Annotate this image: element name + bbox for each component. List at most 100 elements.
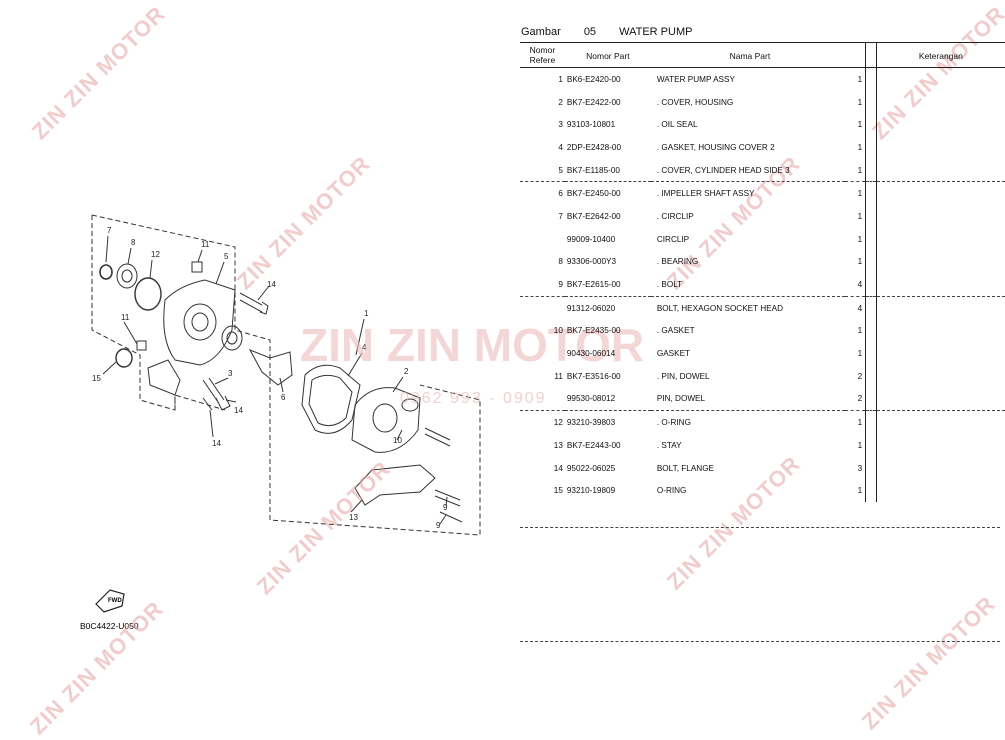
callout-label: 9 xyxy=(436,521,441,530)
gap-cell xyxy=(865,90,877,114)
name-cell: . BEARING xyxy=(656,257,699,267)
qty-cell: 1 xyxy=(844,67,867,91)
part-no-cell: 90430-06014 xyxy=(566,349,616,359)
part-no-cell: 93210-19809 xyxy=(566,486,616,496)
name-cell: . IMPELLER SHAFT ASSY xyxy=(656,189,755,199)
callout-label: 4 xyxy=(362,343,367,352)
ref-cell: 1 xyxy=(558,74,563,84)
qty-cell: 4 xyxy=(844,296,867,320)
gap-cell xyxy=(865,136,877,159)
parts-sheet: Gambar 05 WATER PUMP Nomor Refere Nomor … xyxy=(518,0,1005,724)
col-part-no: Nomor Part xyxy=(586,51,630,61)
gap-cell xyxy=(865,387,877,411)
callout-label: 7 xyxy=(107,226,112,235)
ref-cell: 9 xyxy=(558,280,563,290)
part-no-cell: 99530-08012 xyxy=(566,394,616,404)
gap-cell xyxy=(865,319,877,343)
part-no-cell: BK7-E3516-00 xyxy=(566,371,621,381)
gap-cell xyxy=(865,158,877,182)
fwd-label: FWD xyxy=(108,598,122,604)
name-cell: . PIN, DOWEL xyxy=(656,371,710,381)
ref-cell: 4 xyxy=(558,142,563,152)
note-cell xyxy=(876,182,1005,205)
watermark-center: ZIN ZIN MOTOR xyxy=(300,319,645,371)
ref-cell: 14 xyxy=(553,463,563,473)
qty-cell: 1 xyxy=(844,410,867,434)
ref-cell: 11 xyxy=(554,371,563,381)
ref-cell: 6 xyxy=(558,189,563,199)
note-cell xyxy=(876,228,1005,251)
ref-cell: 2 xyxy=(558,97,563,107)
note-cell xyxy=(876,411,1005,434)
name-cell: . BOLT xyxy=(656,280,683,290)
note-cell xyxy=(876,159,1005,182)
callout-label: 8 xyxy=(131,238,136,247)
gap-cell xyxy=(865,434,877,457)
callout-label: 14 xyxy=(267,280,276,289)
qty-cell: 4 xyxy=(844,273,867,297)
sheet-header: Gambar 05 WATER PUMP xyxy=(521,26,712,38)
header-label: Gambar xyxy=(521,26,561,38)
gap-cell xyxy=(865,342,877,365)
qty-cell: 1 xyxy=(844,158,867,182)
name-cell: WATER PUMP ASSY xyxy=(656,74,735,84)
gap-cell xyxy=(865,410,877,434)
gap-cell xyxy=(865,250,877,274)
note-cell xyxy=(876,136,1005,159)
col-note: Keterangan xyxy=(918,51,963,61)
callout-label: 13 xyxy=(349,513,358,522)
part-no-cell: BK7-E2435-00 xyxy=(566,326,621,336)
callout-label: 15 xyxy=(92,374,101,383)
qty-cell: 1 xyxy=(844,342,867,365)
note-cell xyxy=(876,365,1005,388)
part-no-cell: 93306-000Y3 xyxy=(566,257,617,267)
qty-cell: 1 xyxy=(844,136,867,159)
ref-cell: 12 xyxy=(553,418,563,428)
part-no-cell: 95022-06025 xyxy=(566,463,616,473)
note-cell xyxy=(876,205,1005,228)
qty-cell: 1 xyxy=(844,250,867,274)
ref-cell xyxy=(520,388,565,411)
note-cell xyxy=(876,273,1005,296)
part-no-cell: 93210-39803 xyxy=(566,418,616,428)
name-cell: . GASKET xyxy=(656,326,695,336)
callout-label: 14 xyxy=(212,439,221,448)
callout-label: 12 xyxy=(151,250,160,259)
name-cell: . CIRCLIP xyxy=(656,211,694,221)
name-cell: . COVER, HOUSING xyxy=(656,97,734,107)
gap-cell xyxy=(865,364,877,388)
watermark-phone: 0962 993 - 0909 xyxy=(400,390,547,407)
gap-cell xyxy=(865,67,877,91)
note-cell xyxy=(876,68,1005,91)
ref-cell: 3 xyxy=(558,120,563,130)
header-number: 05 xyxy=(583,26,597,38)
callout-label: 3 xyxy=(228,369,233,378)
name-cell: . STAY xyxy=(656,440,682,450)
gap-cell xyxy=(865,456,877,480)
col-name: Nama Part xyxy=(729,51,771,61)
note-cell xyxy=(876,113,1005,136)
parts-table: Nomor Refere Nomor Part Nama Part Ketera… xyxy=(520,42,1005,503)
note-cell xyxy=(876,296,1005,319)
name-cell: . OIL SEAL xyxy=(656,120,698,130)
qty-cell: 1 xyxy=(844,479,867,503)
qty-cell: 1 xyxy=(844,181,867,206)
part-no-cell: BK6-E2420-00 xyxy=(566,74,621,84)
qty-cell: 1 xyxy=(844,434,867,457)
name-cell: PIN, DOWEL xyxy=(656,394,706,404)
note-cell xyxy=(876,342,1005,365)
name-cell: GASKET xyxy=(656,349,691,359)
part-no-cell: 99009-10400 xyxy=(566,234,616,244)
name-cell: O-RING xyxy=(656,486,687,496)
part-no-cell: 93103-10801 xyxy=(566,120,616,130)
note-cell xyxy=(876,457,1005,480)
gap-cell xyxy=(865,479,877,503)
ref-cell xyxy=(520,342,565,365)
